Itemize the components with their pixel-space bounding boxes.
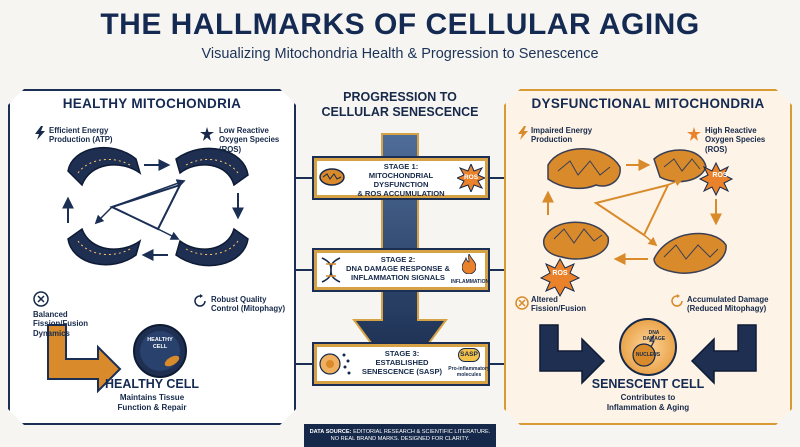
ros-tag-upper: ROS: [712, 172, 728, 179]
stage-1-badge: ROS: [463, 174, 479, 181]
ros-tag-lower: ROS: [552, 270, 568, 277]
damaged-mito-bottom-right: [653, 232, 727, 274]
healthy-mito-bottom-left: [67, 227, 142, 266]
ros-burst-icon: [457, 164, 485, 192]
stage-1-mito-icon: [319, 168, 345, 186]
flame-icon: [462, 254, 476, 274]
healthy-cell-illustration: [133, 324, 187, 378]
nucleus-label: NUCLEUS: [635, 352, 661, 358]
dna-icon: [321, 257, 341, 283]
healthy-cell-title: HEALTHY CELL: [105, 377, 199, 391]
damaged-mito-top-right: [653, 149, 707, 183]
fission-fusion-icon: [33, 291, 49, 307]
stage-1-text: STAGE 1:MITOCHONDRIAL DYSFUNCTION& ROS A…: [357, 162, 445, 199]
altered-fission-icon: [515, 296, 529, 310]
stage-2-badge: INFLAMMATION: [450, 279, 490, 285]
senescent-cell-title: SENESCENT CELL: [591, 377, 705, 391]
low-ros-star-icon: [200, 127, 214, 141]
stage-3-badge: SASP: [458, 348, 480, 362]
stage-2-text: STAGE 2:DNA DAMAGE RESPONSE &INFLAMMATIO…: [346, 255, 450, 283]
lightning-icon: [35, 126, 45, 140]
recycle-icon: [194, 294, 206, 307]
senescent-cell-illustration: [619, 318, 677, 376]
stage-2-card: [312, 248, 490, 292]
ros-burst-upper: [698, 161, 734, 197]
dysfunctional-panel-title: DYSFUNCTIONAL MITOCHONDRIA: [531, 96, 765, 111]
healthy-mito-top-left: [67, 146, 142, 187]
healthy-mito-top-right: [175, 147, 249, 187]
senescent-flow-arrow-right: [690, 324, 757, 385]
dysfunctional-mitochondria-cycle: [539, 148, 757, 385]
accumulated-damage-label: Accumulated Damage(Reduced Mitophagy): [687, 295, 769, 314]
senescent-flow-arrow-left: [539, 324, 606, 385]
healthy-mitochondria-cycle: [47, 146, 249, 394]
stage-3-card: [312, 342, 490, 386]
healthy-mito-bottom-right: [175, 227, 249, 267]
impaired-lightning-icon: [518, 126, 528, 140]
data-source-footer: DATA SOURCE: EDITORIAL RESEARCH & SCIENT…: [304, 424, 496, 447]
damaged-mito-bottom-left: [542, 221, 609, 260]
senescent-cell-small-icon: [319, 353, 351, 375]
page-title: THE HALLMARKS OF CELLULAR AGING: [100, 8, 700, 41]
high-ros-star-icon: [687, 127, 701, 141]
healthy-flow-arrow: [47, 324, 122, 394]
damage-recycle-icon: [671, 294, 683, 307]
healthy-panel-title: HEALTHY MITOCHONDRIA: [62, 96, 242, 111]
damaged-mito-top-left: [547, 148, 621, 190]
ros-burst-lower: [539, 257, 581, 298]
page-subtitle: Visualizing Mitochondria Health & Progre…: [201, 46, 599, 62]
